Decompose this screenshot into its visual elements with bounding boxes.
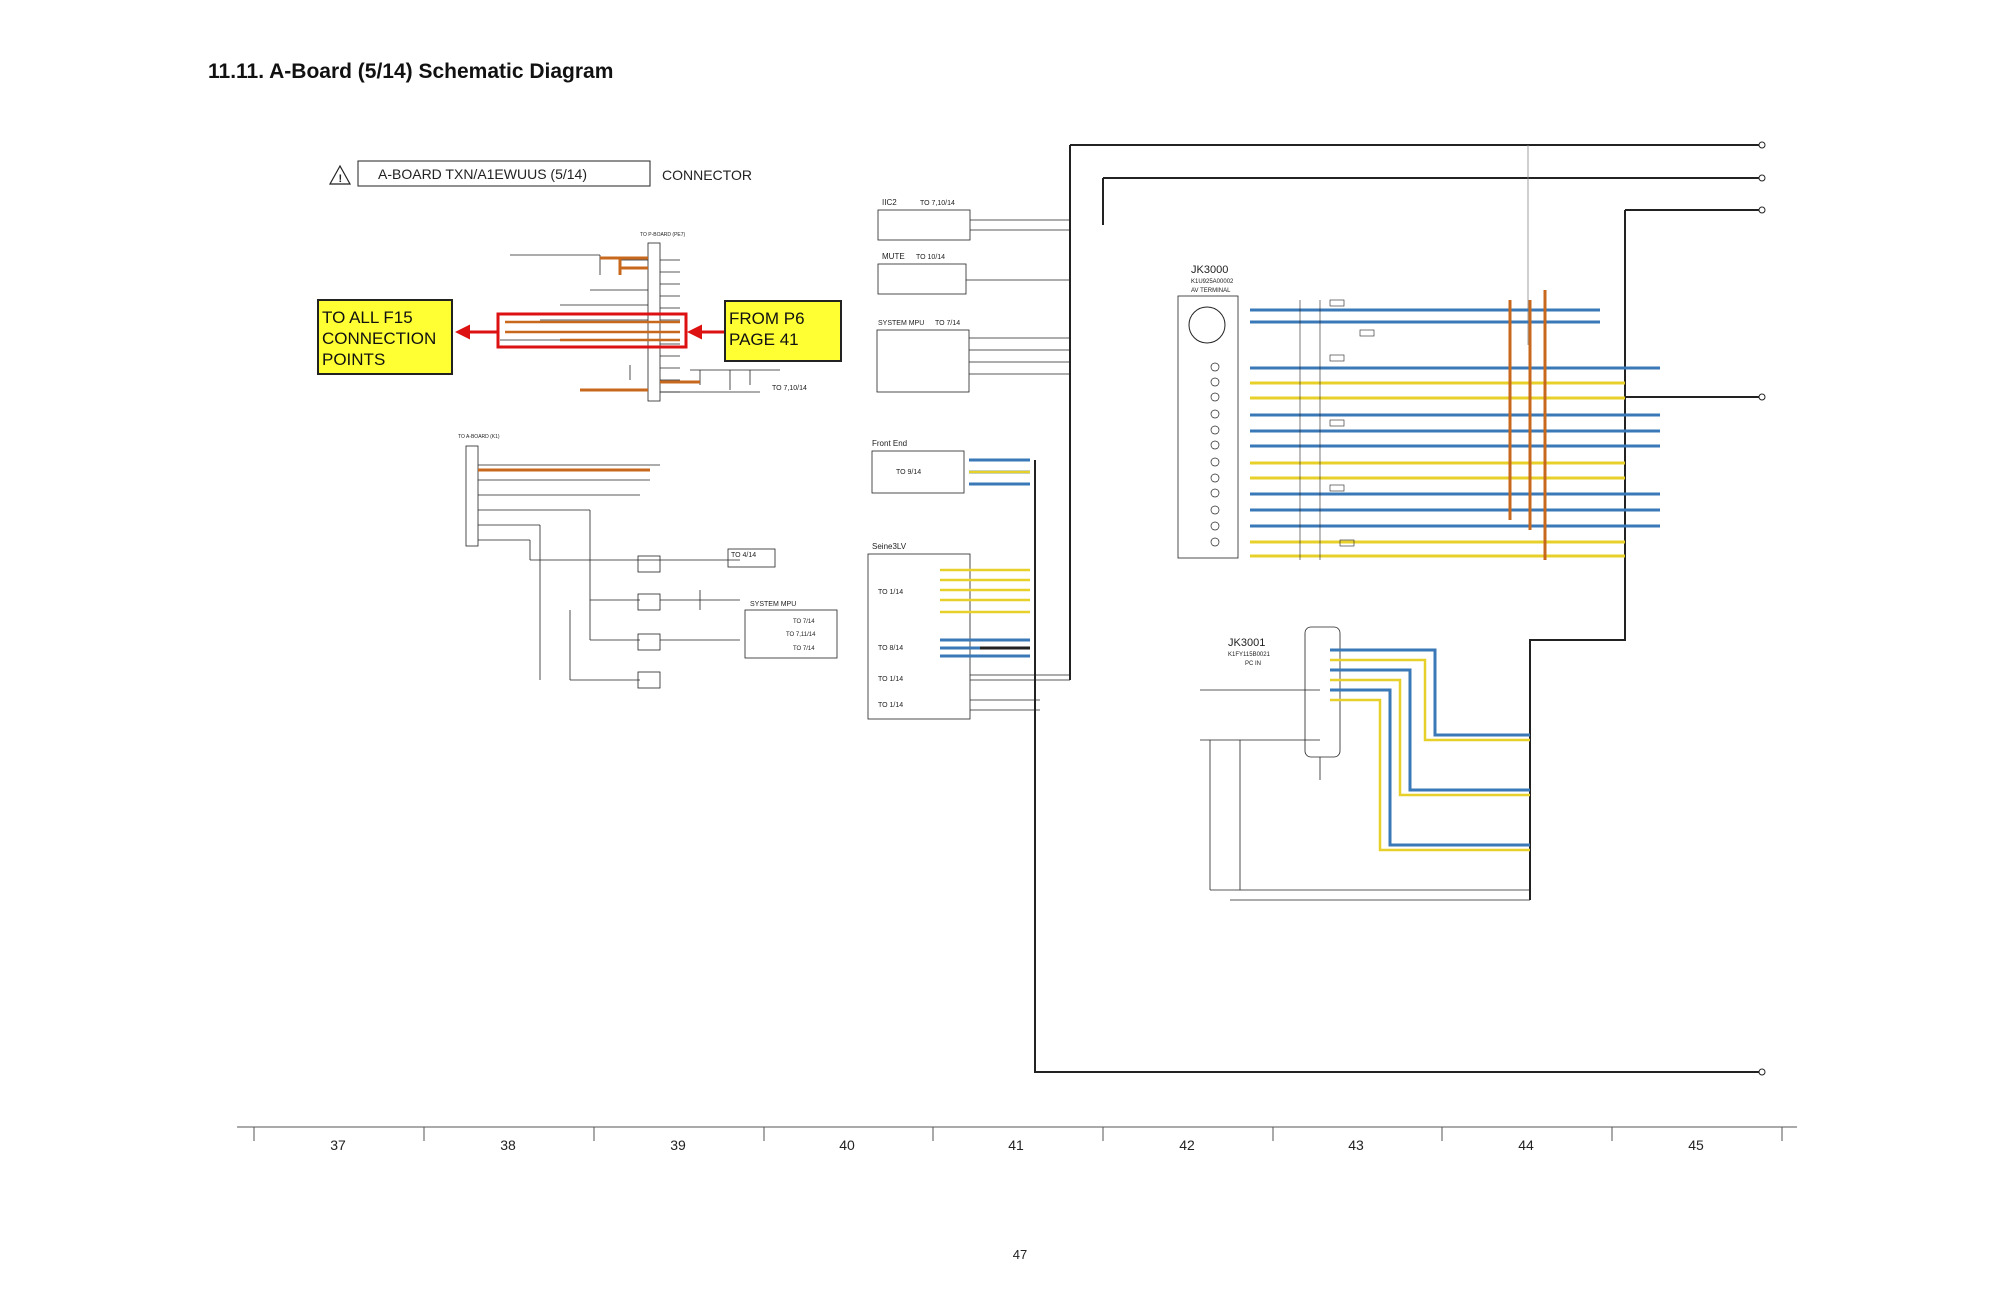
a-board-connector	[465, 445, 838, 689]
middle-blocks	[867, 209, 1070, 720]
mute-label: MUTE	[882, 252, 905, 261]
system-mpu-ref: TO 7/14	[935, 320, 960, 327]
jk3000-power-bus	[1508, 290, 1547, 560]
jk3000-video-bus	[1250, 308, 1660, 528]
seine-ref-4: TO 1/14	[878, 702, 903, 709]
front-end-ref: TO 9/14	[896, 469, 921, 476]
seine-label: Seine3LV	[872, 542, 907, 551]
to-p-board-label: TO P-BOARD (PE7)	[640, 232, 686, 238]
system-mpu-left-label: SYSTEM MPU	[750, 601, 796, 608]
zone-43: 43	[1348, 1137, 1364, 1153]
page-title: 11.11. A-Board (5/14) Schematic Diagram	[208, 60, 614, 83]
jk3000-terminal	[1177, 295, 1239, 559]
iic2-ref: TO 7,10/14	[920, 200, 955, 207]
system-mpu-label: SYSTEM MPU	[878, 320, 924, 327]
jk3001-sync-bus	[1330, 658, 1530, 852]
jk3000-audio-bus	[1250, 381, 1625, 558]
wiring-frame	[1034, 144, 1760, 1073]
jk3000-desc: AV TERMINAL	[1191, 288, 1231, 294]
warning-icon	[328, 164, 352, 185]
callout-from-p6: FROM P6 PAGE 41	[724, 300, 842, 362]
system-mpu-left-ref-1: TO 7/14	[793, 619, 815, 625]
power-bus-trace	[580, 256, 700, 392]
jk3000-components	[1299, 299, 1375, 560]
to-7-10-label: TO 7,10/14	[772, 385, 807, 392]
connector-label: CONNECTOR	[662, 167, 752, 183]
s-video-connector	[1188, 306, 1226, 344]
page-number: 47	[1012, 1247, 1028, 1262]
zone-37: 37	[330, 1137, 346, 1153]
power-bus-trace	[618, 258, 648, 275]
front-end-label: Front End	[872, 439, 907, 448]
highlight-box	[496, 312, 688, 349]
jk3000-part: K1U925A00002	[1191, 279, 1234, 285]
board-label: A-BOARD TXN/A1EWUUS (5/14)	[378, 166, 587, 182]
to-4-14-label: TO 4/14	[731, 552, 756, 559]
seine-ref-2: TO 8/14	[878, 645, 903, 652]
iic2-label: IIC2	[882, 198, 897, 207]
jk3001-desc: PC IN	[1245, 661, 1261, 667]
seine-ref-1: TO 1/14	[878, 589, 903, 596]
header-box: ! A-BOARD TXN/A1EWUUS (5/14) CONNECTOR	[328, 160, 752, 187]
zone-ruler	[237, 1126, 1797, 1141]
system-mpu-left-ref-2: TO 7,11/14	[786, 632, 816, 638]
zone-40: 40	[839, 1137, 855, 1153]
jk3000-label: JK3000	[1191, 264, 1228, 276]
zone-38: 38	[500, 1137, 516, 1153]
zone-42: 42	[1179, 1137, 1195, 1153]
to-a-board-label: TO A-BOARD (K1)	[458, 434, 500, 440]
jk3001-connector	[1200, 626, 1530, 901]
seine-ref-3: TO 1/14	[878, 676, 903, 683]
mute-ref: TO 10/14	[916, 254, 945, 261]
seine-audio-bus	[940, 568, 1030, 614]
zone-41: 41	[1008, 1137, 1024, 1153]
svg-text:!: !	[339, 173, 343, 185]
jk3001-video-bus	[1330, 648, 1530, 847]
zone-44: 44	[1518, 1137, 1534, 1153]
zone-45: 45	[1688, 1137, 1704, 1153]
system-mpu-left-ref-3: TO 7/14	[793, 646, 815, 652]
zone-39: 39	[670, 1137, 686, 1153]
jk3001-label: JK3001	[1228, 637, 1265, 649]
callout-to-all-f15: TO ALL F15 CONNECTION POINTS	[317, 299, 453, 375]
frame-endpoints	[1758, 141, 1766, 1076]
jk3001-part: K1FY115B0021	[1228, 652, 1271, 658]
